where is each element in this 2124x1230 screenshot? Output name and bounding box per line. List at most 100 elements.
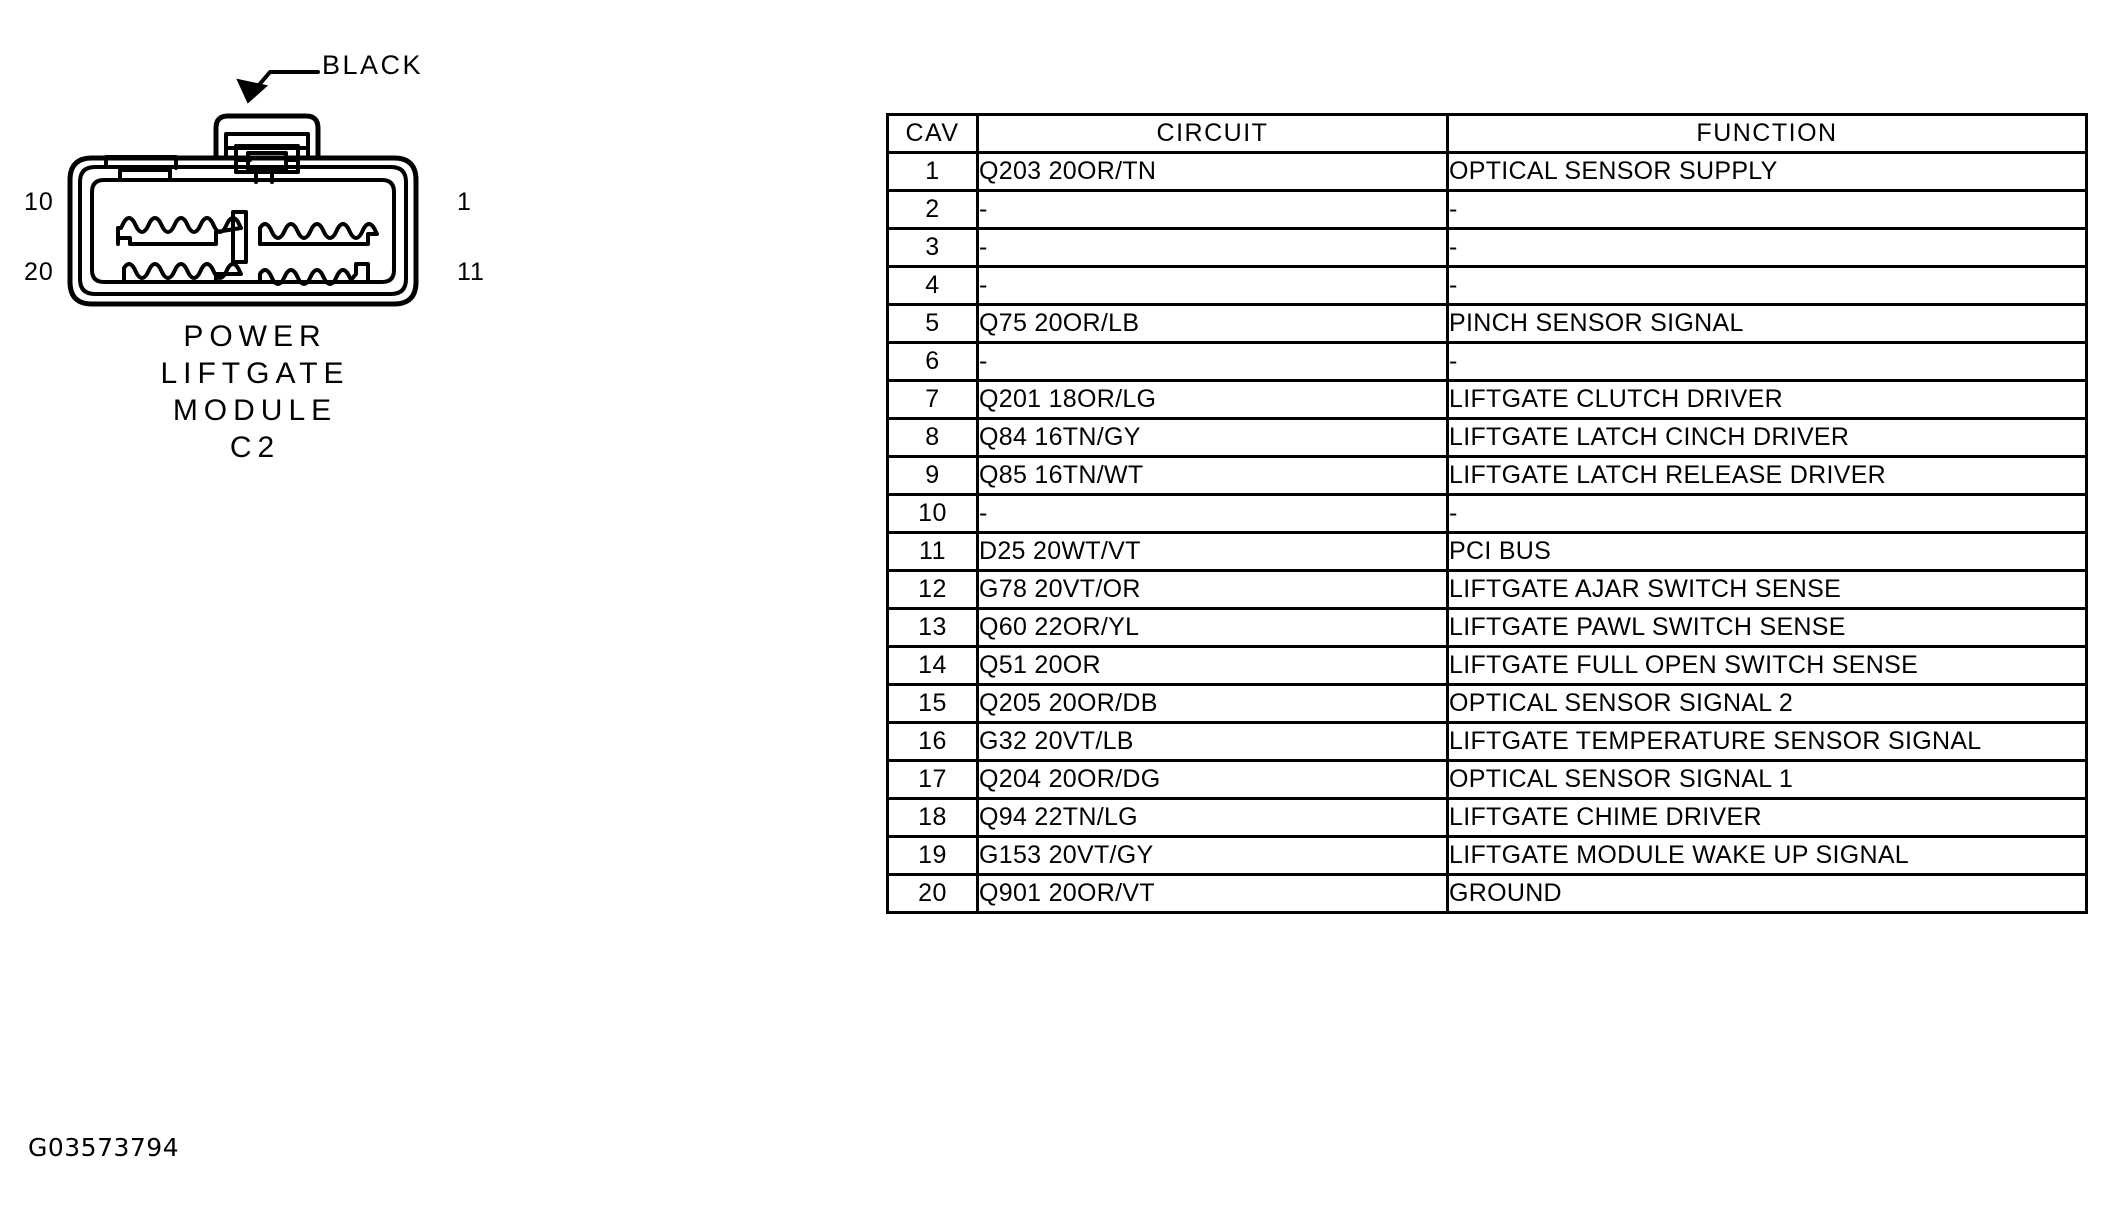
black-callout-label: BLACK bbox=[322, 50, 424, 80]
cell-cav: 10 bbox=[886, 493, 979, 534]
cell-circuit: G32 20VT/LB bbox=[976, 721, 1449, 762]
cell-circuit: Q51 20OR bbox=[976, 645, 1449, 686]
column-header-circuit: CIRCUIT bbox=[976, 113, 1449, 154]
cell-function: LIFTGATE MODULE WAKE UP SIGNAL bbox=[1446, 835, 2088, 876]
latch-center-ribs bbox=[254, 169, 274, 184]
cell-circuit: - bbox=[976, 493, 1449, 534]
cell-function: OPTICAL SENSOR SUPPLY bbox=[1446, 151, 2088, 192]
cell-function: LIFTGATE PAWL SWITCH SENSE bbox=[1446, 607, 2088, 648]
cell-function: - bbox=[1446, 493, 2088, 534]
cell-cav: 9 bbox=[886, 455, 979, 496]
cell-circuit: Q901 20OR/VT bbox=[976, 873, 1449, 914]
cell-circuit: Q203 20OR/TN bbox=[976, 151, 1449, 192]
cell-circuit: Q85 16TN/WT bbox=[976, 455, 1449, 496]
connector-caption: POWER LIFTGATE MODULE C2 bbox=[95, 318, 415, 466]
cell-circuit: Q84 16TN/GY bbox=[976, 417, 1449, 458]
connector-caption-line-4: C2 bbox=[229, 431, 281, 464]
table-header-row: CAV CIRCUIT FUNCTION bbox=[886, 113, 2088, 154]
cell-cav: 5 bbox=[886, 303, 979, 344]
cell-circuit: - bbox=[976, 341, 1449, 382]
table-row: 2-- bbox=[886, 189, 2088, 230]
black-callout-arrowhead bbox=[236, 78, 269, 104]
cell-cav: 6 bbox=[886, 341, 979, 382]
cell-circuit: Q60 22OR/YL bbox=[976, 607, 1449, 648]
connector-center-key-bar bbox=[231, 210, 248, 264]
cell-function: LIFTGATE TEMPERATURE SENSOR SIGNAL bbox=[1446, 721, 2088, 762]
pin-row-upper-right bbox=[258, 222, 379, 246]
cell-function: LIFTGATE CLUTCH DRIVER bbox=[1446, 379, 2088, 420]
cell-function: - bbox=[1446, 265, 2088, 306]
cell-circuit: Q205 20OR/DB bbox=[976, 683, 1449, 724]
cell-function: LIFTGATE LATCH CINCH DRIVER bbox=[1446, 417, 2088, 458]
pin-row-upper-left bbox=[116, 216, 243, 246]
cell-circuit: Q75 20OR/LB bbox=[976, 303, 1449, 344]
cell-cav: 20 bbox=[886, 873, 979, 914]
connector-shell-inner-line bbox=[78, 165, 408, 296]
cell-function: OPTICAL SENSOR SIGNAL 1 bbox=[1446, 759, 2088, 800]
cell-function: LIFTGATE FULL OPEN SWITCH SENSE bbox=[1446, 645, 2088, 686]
pin-number-bottom-left: 20 bbox=[24, 258, 54, 286]
connector-caption-line-1: POWER bbox=[183, 320, 327, 353]
cell-circuit: - bbox=[976, 189, 1449, 230]
cell-circuit: - bbox=[976, 265, 1449, 306]
cell-cav: 2 bbox=[886, 189, 979, 230]
cell-circuit: Q204 20OR/DG bbox=[976, 759, 1449, 800]
cell-cav: 19 bbox=[886, 835, 979, 876]
cell-circuit: - bbox=[976, 227, 1449, 268]
cell-cav: 3 bbox=[886, 227, 979, 268]
cell-function: PCI BUS bbox=[1446, 531, 2088, 572]
cell-function: - bbox=[1446, 189, 2088, 230]
latch-outer-body bbox=[213, 113, 321, 161]
cell-function: PINCH SENSOR SIGNAL bbox=[1446, 303, 2088, 344]
table-row: 6-- bbox=[886, 341, 2088, 382]
figure-id-label: G03573794 bbox=[28, 1133, 180, 1162]
connector-outer-shell bbox=[67, 155, 419, 307]
cell-circuit: Q94 22TN/LG bbox=[976, 797, 1449, 838]
cell-function: OPTICAL SENSOR SIGNAL 2 bbox=[1446, 683, 2088, 724]
pin-number-top-right: 1 bbox=[457, 188, 472, 216]
table-row: 10-- bbox=[886, 493, 2088, 534]
column-header-cav: CAV bbox=[886, 113, 979, 154]
connector-left-shoulder-tab bbox=[118, 168, 172, 182]
cell-cav: 11 bbox=[886, 531, 979, 572]
cell-cav: 1 bbox=[886, 151, 979, 192]
cell-function: - bbox=[1446, 341, 2088, 382]
cell-cav: 16 bbox=[886, 721, 979, 762]
connector-illustration-panel: BLACK 10 20 1 11 POWER LIFTGATE MODULE C… bbox=[0, 0, 880, 1230]
cell-cav: 18 bbox=[886, 797, 979, 838]
cell-cav: 14 bbox=[886, 645, 979, 686]
connector-caption-line-2: LIFTGATE bbox=[160, 357, 350, 390]
latch-lower-skirt bbox=[234, 156, 300, 174]
cell-circuit: Q201 18OR/LG bbox=[976, 379, 1449, 420]
connector-drawing bbox=[67, 70, 419, 307]
connector-caption-line-3: MODULE bbox=[172, 394, 338, 427]
pin-number-bottom-right: 11 bbox=[457, 258, 485, 286]
cell-function: LIFTGATE LATCH RELEASE DRIVER bbox=[1446, 455, 2088, 496]
cell-cav: 15 bbox=[886, 683, 979, 724]
cell-cav: 17 bbox=[886, 759, 979, 800]
cell-circuit: G78 20VT/OR bbox=[976, 569, 1449, 610]
cell-function: GROUND bbox=[1446, 873, 2088, 914]
cell-function: LIFTGATE AJAR SWITCH SENSE bbox=[1446, 569, 2088, 610]
cell-function: - bbox=[1446, 227, 2088, 268]
table-row: 4-- bbox=[886, 265, 2088, 306]
cell-cav: 8 bbox=[886, 417, 979, 458]
